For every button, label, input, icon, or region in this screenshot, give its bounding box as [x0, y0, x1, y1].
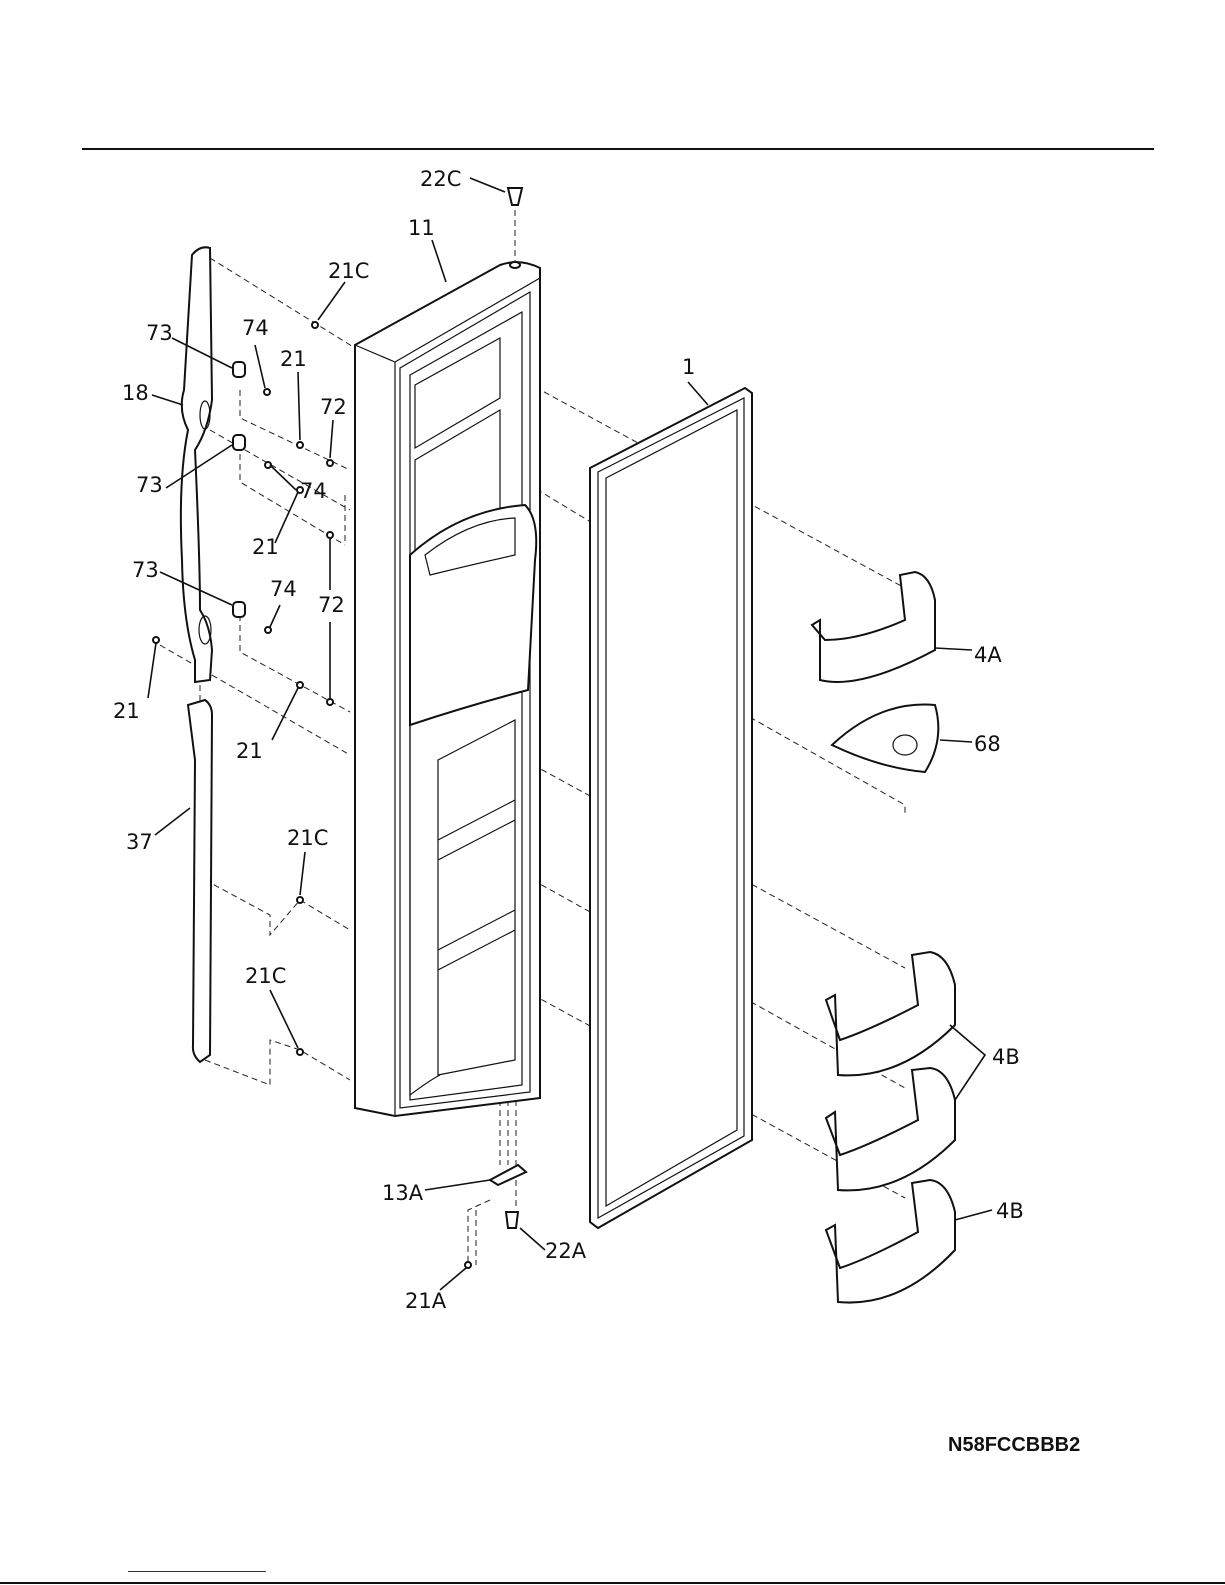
model-number: N58FCCBBB2: [948, 1434, 1081, 1456]
clips-73: [232, 361, 246, 618]
callout-13A: 13A: [382, 1181, 424, 1205]
callout-21: 21: [113, 699, 140, 723]
door-panel-11: [354, 261, 541, 1118]
callout-72: 72: [318, 593, 345, 617]
screws: [152, 187, 528, 1269]
callout-74: 74: [242, 316, 269, 340]
footer-link[interactable]: [128, 1571, 266, 1572]
callout-73: 73: [132, 558, 159, 582]
callout-68: 68: [974, 732, 1001, 756]
callout-4A: 4A: [974, 643, 1002, 667]
ice-container-68: [830, 703, 940, 774]
leader-lines: [147, 177, 993, 1291]
callout-37: 37: [126, 830, 153, 854]
callout-21C: 21C: [245, 964, 286, 988]
trim-37: [186, 698, 214, 1064]
callout-21: 21: [236, 739, 263, 763]
door-gasket-1: [589, 386, 753, 1230]
callout-21A: 21A: [405, 1289, 447, 1313]
handle-18: [179, 246, 214, 684]
callout-21: 21: [252, 535, 279, 559]
callout-74: 74: [300, 479, 327, 503]
callout-1: 1: [682, 355, 695, 379]
callout-22C: 22C: [420, 167, 461, 191]
door-bin-4A: [810, 570, 936, 683]
callout-4B: 4B: [992, 1045, 1020, 1069]
door-bin-4B-3: [824, 1178, 956, 1304]
door-bin-4B-2: [824, 1066, 956, 1192]
header-rule: [82, 148, 1154, 150]
callout-21C: 21C: [328, 259, 369, 283]
callout-72: 72: [320, 395, 347, 419]
callout-18: 18: [122, 381, 149, 405]
callout-22A: 22A: [545, 1239, 587, 1263]
door-bin-4B-1: [824, 950, 956, 1077]
callout-73: 73: [146, 321, 173, 345]
callout-21: 21: [280, 347, 307, 371]
footer-rule: [0, 1582, 1225, 1584]
callout-73: 73: [136, 473, 163, 497]
callout-74: 74: [270, 577, 297, 601]
callout-21C: 21C: [287, 826, 328, 850]
callout-labels: 22C 11 21C 73 74 21 18 72 73 74 21 73 74…: [113, 167, 1024, 1313]
callout-4B: 4B: [996, 1199, 1024, 1223]
callout-11: 11: [408, 216, 435, 240]
